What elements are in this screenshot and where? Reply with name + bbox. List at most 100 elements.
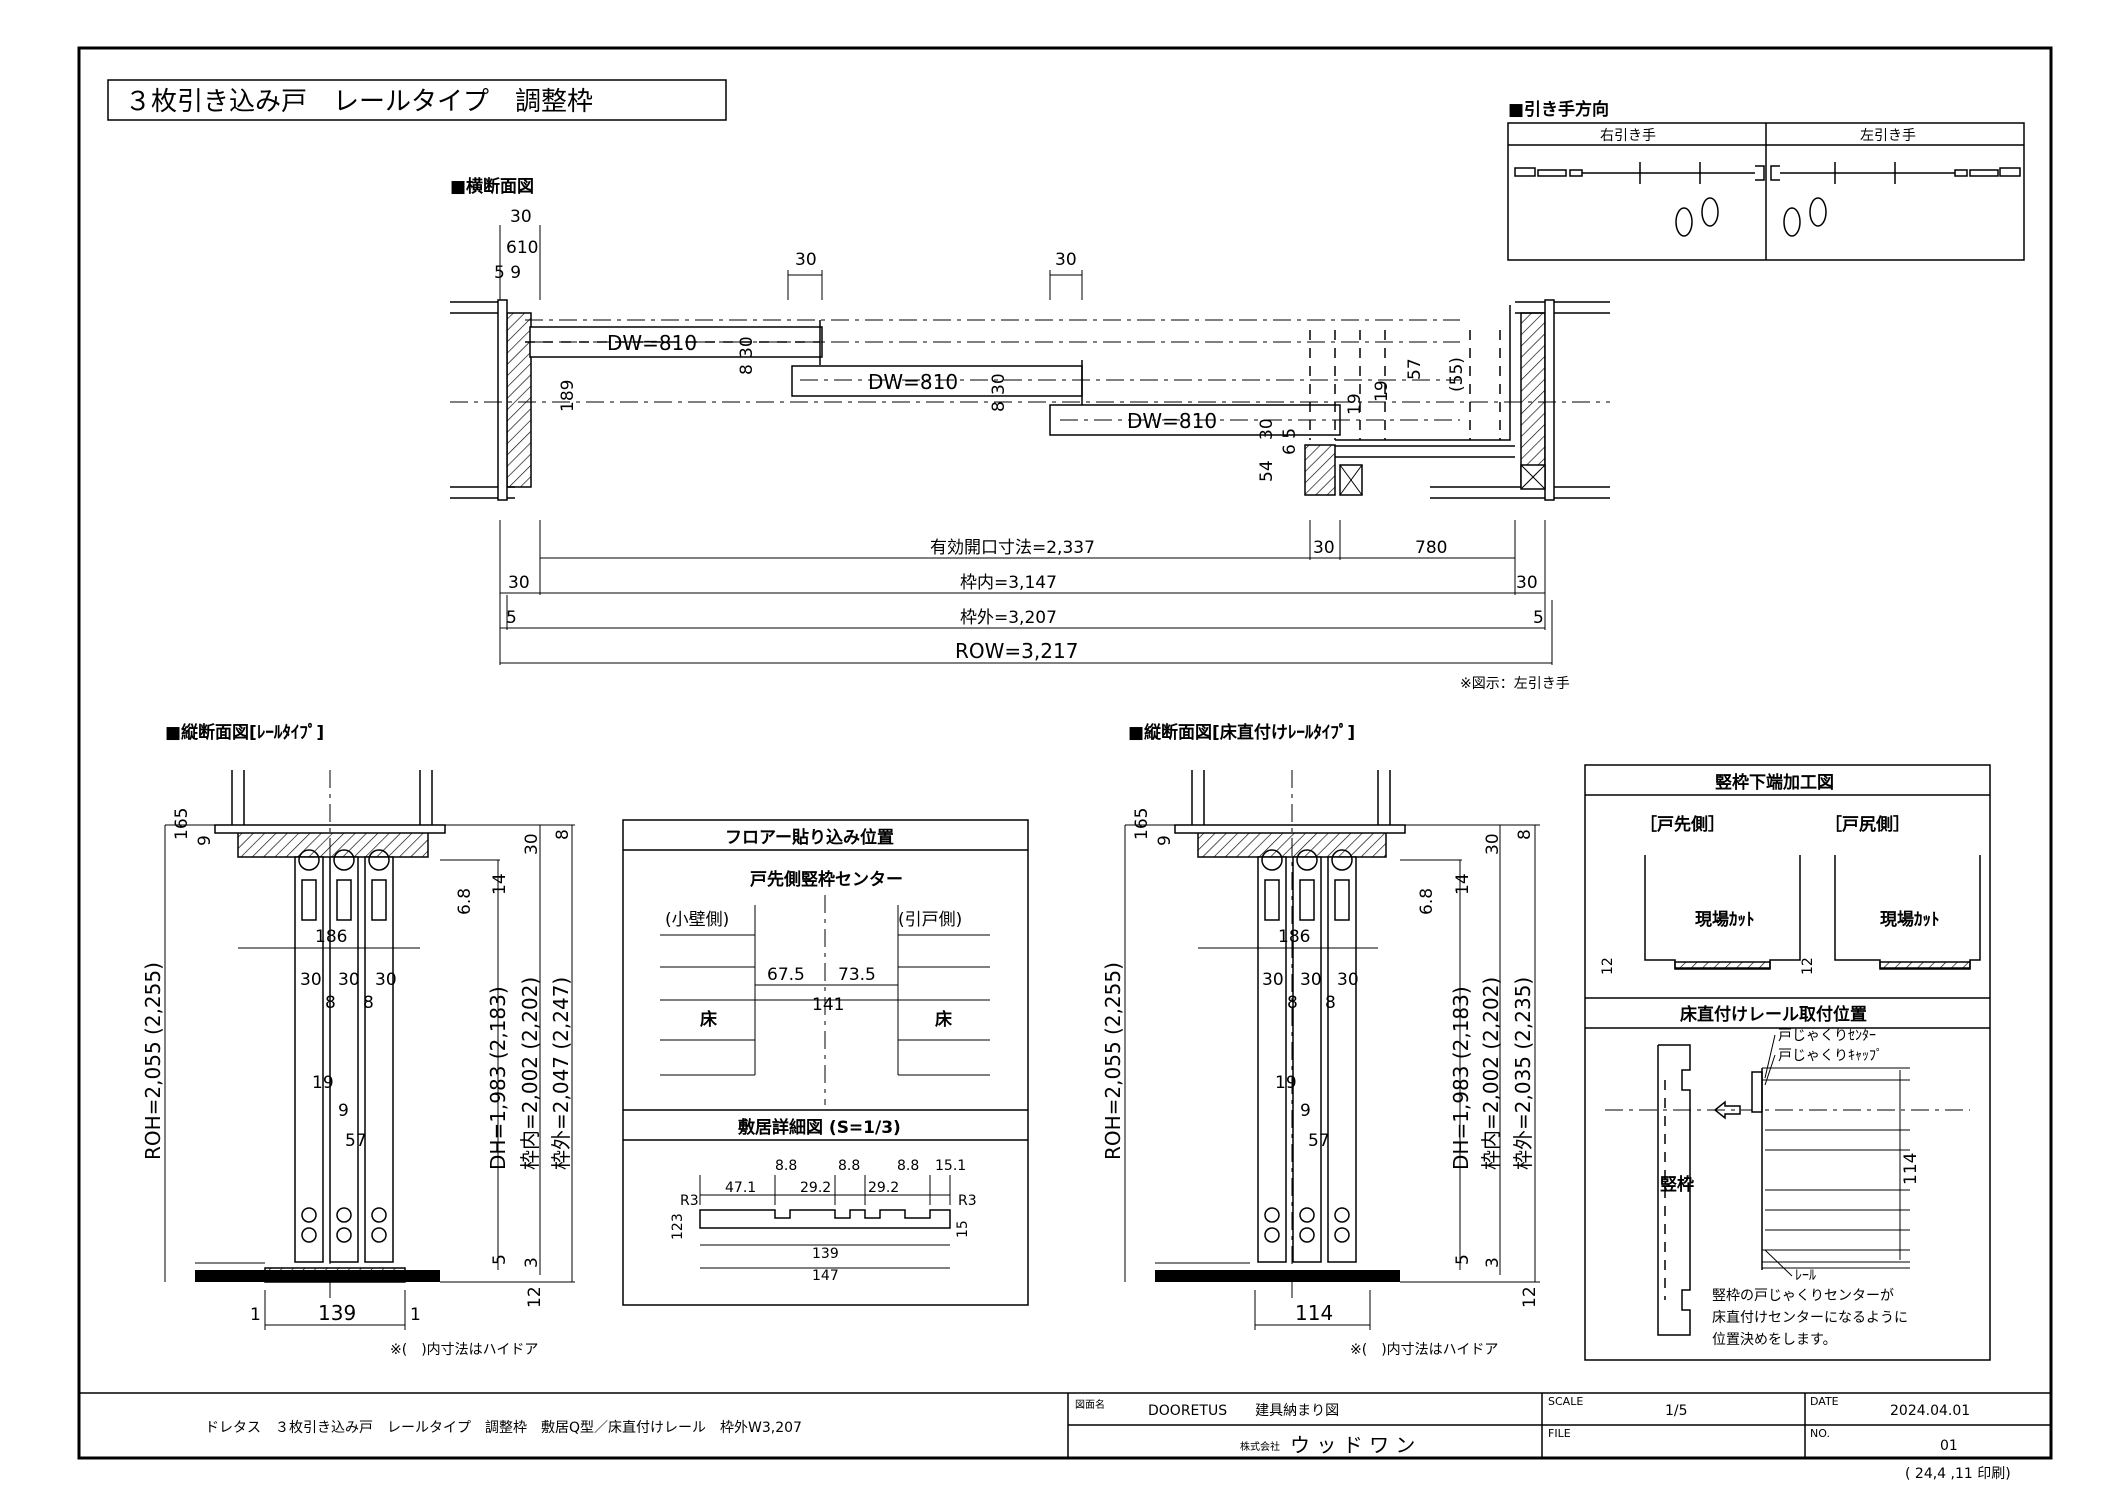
plan-dim-30f: 30 xyxy=(989,373,1009,395)
vertical-section-rail: ■縦断面図[ﾚｰﾙﾀｲﾌﾟ] xyxy=(141,722,575,1358)
floor-dim-141: 141 xyxy=(812,995,844,1015)
plan-dim-30a: 30 xyxy=(510,207,532,227)
door-panel-2 xyxy=(791,365,1083,397)
sl-dim-1r: 1 xyxy=(410,1305,421,1325)
plan-dim-57: 57 xyxy=(1405,358,1425,380)
company-label: 株式会社 xyxy=(1240,1440,1280,1453)
sr-dim-9b: 9 xyxy=(1300,1101,1311,1121)
jamb-label: 竪枠 xyxy=(1660,1175,1694,1195)
sl-dim-30c: 30 xyxy=(375,970,397,990)
footprint-icon xyxy=(1809,197,1827,227)
effective-opening: 有効開口寸法=2,337 xyxy=(930,538,1095,558)
file-label: FILE xyxy=(1548,1427,1571,1440)
rail-label: ﾚｰﾙ xyxy=(1795,1268,1816,1284)
sr-dim-30a: 30 xyxy=(1262,970,1284,990)
plan-dim-30e: 30 xyxy=(737,336,757,358)
small-wall-label: (小壁側) xyxy=(665,910,729,930)
row1-dim-780: 780 xyxy=(1415,538,1447,558)
sill-dim-r3b: R3 xyxy=(958,1193,977,1209)
frame-inner-width: 枠内=3,147 xyxy=(960,573,1057,593)
pull-left-label: 左引き手 xyxy=(1860,128,1916,144)
title-box xyxy=(107,79,727,121)
sr-dim-8b: 8 xyxy=(1325,993,1336,1013)
sl-dim-139: 139 xyxy=(318,1301,356,1325)
footprint-icon xyxy=(1701,197,1719,227)
sr-dim-8r: 8 xyxy=(1515,829,1535,840)
butt-side-label: ［戸尻側］ xyxy=(1825,814,1910,835)
sl-dim-19: 19 xyxy=(312,1073,334,1093)
floor-center-label: 戸先側竪枠センター xyxy=(750,869,903,890)
sr-dim-30b: 30 xyxy=(1300,970,1322,990)
sill-heading: 敷居詳細図 (S=1/3) xyxy=(738,1117,901,1138)
floor-dim-675: 67.5 xyxy=(767,965,805,985)
frame-outer-width: 枠外=3,207 xyxy=(960,608,1057,628)
plan-dim-54: 54 xyxy=(1257,460,1277,482)
sr-dim-30r: 30 xyxy=(1483,833,1503,855)
cut-label-1: 現場ｶｯﾄ xyxy=(1695,910,1755,930)
plan-dim-30g: 30 xyxy=(1257,418,1277,440)
sl-dim-1l: 1 xyxy=(250,1305,261,1325)
sr-dim-8a: 8 xyxy=(1287,993,1298,1013)
plan-dim-30b: 30 xyxy=(795,250,817,270)
sill-dim-139: 139 xyxy=(812,1246,839,1262)
sr-dim-68: 6.8 xyxy=(1417,888,1437,915)
sl-dim-8a: 8 xyxy=(325,993,336,1013)
sill-dim-88b: 8.8 xyxy=(838,1158,860,1174)
section-right-heading: ■縦断面図[床直付けﾚｰﾙﾀｲﾌﾟ] xyxy=(1128,722,1355,743)
sr-dim-14: 14 xyxy=(1453,873,1473,895)
date-value: 2024.04.01 xyxy=(1890,1403,1970,1419)
sl-dim-30r: 30 xyxy=(522,833,542,855)
rail-heading: 床直付けレール取付位置 xyxy=(1680,1004,1867,1025)
sl-dim-8r: 8 xyxy=(553,829,573,840)
row1-dim-30: 30 xyxy=(1313,538,1335,558)
door-stack xyxy=(294,849,394,1263)
scale-label: SCALE xyxy=(1548,1395,1583,1408)
sr-outer: 枠外=2,035 (2,235) xyxy=(1511,977,1535,1170)
section-left-heading: ■縦断面図[ﾚｰﾙﾀｲﾌﾟ] xyxy=(165,722,324,743)
plan-dim-610: 610 xyxy=(506,238,538,258)
rail-note-2: 床直付けセンターになるように xyxy=(1712,1309,1908,1326)
sill-dim-123: 123 xyxy=(670,1213,686,1240)
sl-dh: DH=1,983 (2,183) xyxy=(486,986,510,1170)
jamb-detail-panel: 竪枠下端加工図 ［戸先側］ ［戸尻側］ 現場ｶｯﾄ 現場ｶｯﾄ 12 12 床直… xyxy=(1584,764,1991,1361)
sill-dim-292b: 29.2 xyxy=(868,1180,899,1196)
plan-dim-8a: 8 xyxy=(737,364,757,375)
dw-label-1: DW=810 xyxy=(607,331,697,355)
plan-heading: ■横断面図 xyxy=(450,176,534,197)
rail-dim-114: 114 xyxy=(1901,1153,1921,1185)
drawing-name-label: 図面名 xyxy=(1075,1398,1105,1411)
sl-dim-9: 9 xyxy=(195,835,215,846)
sr-roh: ROH=2,055 (2,255) xyxy=(1101,962,1125,1160)
sl-dim-57: 57 xyxy=(345,1131,367,1151)
sl-dim-8b: 8 xyxy=(363,993,374,1013)
pull-direction-heading: ■引き手方向 xyxy=(1508,99,1609,120)
row-width: ROW=3,217 xyxy=(955,639,1078,663)
sill-dim-471: 47.1 xyxy=(725,1180,756,1196)
no-value: 01 xyxy=(1940,1438,1958,1454)
row3-dim-5l: 5 xyxy=(506,608,517,628)
plan-dim-19b: 19 xyxy=(1372,380,1392,402)
date-label: DATE xyxy=(1810,1395,1839,1408)
plan-dim-59: 5 9 xyxy=(494,263,521,283)
sheet-border xyxy=(77,46,2053,1460)
floor-label-left: 床 xyxy=(700,1009,718,1030)
jamb-dim-12a: 12 xyxy=(1600,957,1616,975)
sill-dim-15: 15 xyxy=(955,1220,971,1238)
sr-dim-19: 19 xyxy=(1275,1073,1297,1093)
right-pull-schematic xyxy=(1514,162,1765,237)
sl-dim-5: 5 xyxy=(490,1254,510,1265)
jamb-dim-12b: 12 xyxy=(1800,957,1816,975)
floor-detail-panel: フロアー貼り込み位置 戸先側竪枠センター (小壁側) (引戸側) 67.5 73… xyxy=(622,819,1029,1306)
pull-side-label: (引戸側) xyxy=(898,910,962,930)
print-date: ( 24,4 ,11 印刷) xyxy=(1905,1466,2011,1482)
sr-dim-12: 12 xyxy=(1520,1286,1540,1308)
tip-side-label: ［戸先側］ xyxy=(1640,814,1725,835)
sl-dim-68: 6.8 xyxy=(455,888,475,915)
row3-dim-5r: 5 xyxy=(1533,608,1544,628)
left-jamb xyxy=(506,312,532,488)
floor-heading: フロアー貼り込み位置 xyxy=(725,827,894,848)
jamb-profile xyxy=(1657,1044,1691,1336)
sill-dim-292a: 29.2 xyxy=(800,1180,831,1196)
center-label: 戸じゃくりｾﾝﾀｰ xyxy=(1778,1028,1876,1044)
